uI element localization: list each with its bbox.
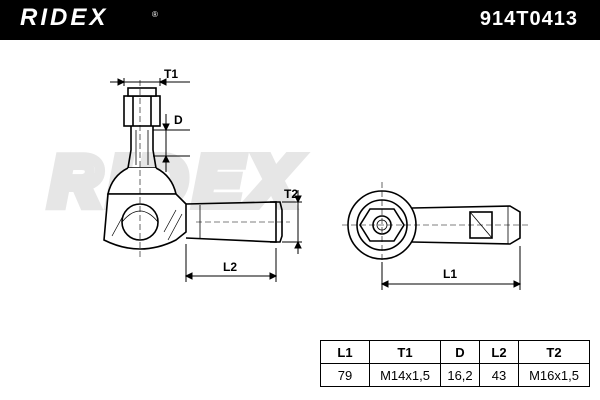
spec-header-l2: L2: [479, 340, 519, 364]
spec-value-l2: 43: [479, 363, 519, 387]
header-bar: RIDEX ® 914T0413: [0, 0, 600, 40]
spec-header-t1: T1: [369, 340, 441, 364]
registered-mark: ®: [152, 10, 158, 19]
dim-label-d: D: [174, 113, 183, 127]
dim-label-l2: L2: [223, 260, 237, 274]
spec-value-t1: M14x1,5: [369, 363, 441, 387]
spec-header-d: D: [440, 340, 480, 364]
dim-label-l1: L1: [443, 267, 457, 281]
dim-t2: [282, 190, 302, 254]
spec-header-t2: T2: [518, 340, 590, 364]
spec-value-t2: M16x1,5: [518, 363, 590, 387]
dim-label-t1: T1: [164, 67, 178, 81]
dim-label-t2: T2: [284, 187, 298, 201]
dim-l2: [184, 244, 278, 282]
spec-header-row: L1 T1 D L2 T2: [320, 340, 590, 364]
technical-drawing: RIDEX T1: [45, 67, 528, 290]
side-view: [103, 80, 290, 258]
dim-d: [153, 114, 190, 172]
spec-value-row: 79 M14x1,5 16,2 43 M16x1,5: [320, 363, 590, 387]
dim-t1: [110, 78, 190, 86]
dim-l1: [380, 246, 522, 290]
spec-value-l1: 79: [320, 363, 370, 387]
spec-header-l1: L1: [320, 340, 370, 364]
top-view: [342, 182, 528, 268]
spec-table: L1 T1 D L2 T2 79 M14x1,5 16,2 43 M16x1,5: [320, 340, 590, 387]
brand-logo: RIDEX: [20, 4, 109, 31]
spec-value-d: 16,2: [440, 363, 480, 387]
part-number: 914T0413: [479, 8, 578, 30]
